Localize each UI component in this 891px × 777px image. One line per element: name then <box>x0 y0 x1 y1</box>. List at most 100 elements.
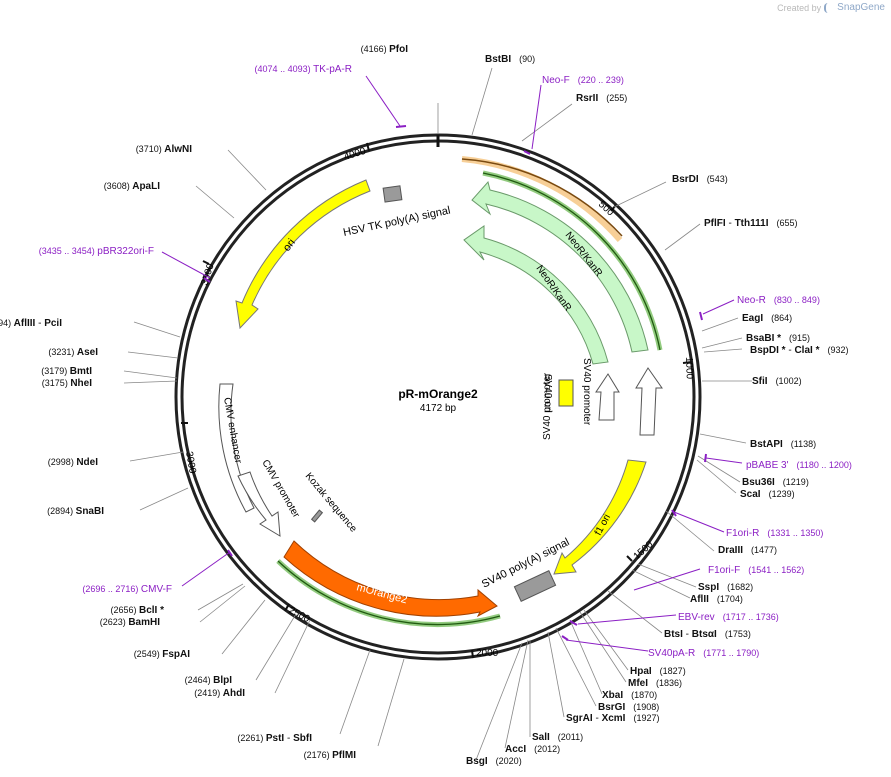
svg-text:BstBI(90): BstBI(90) <box>485 54 535 65</box>
enzyme-label-eagi[interactable]: EagI(864) <box>742 313 792 324</box>
svg-text:AflII(1704): AflII(1704) <box>690 594 743 605</box>
sv40-ori-box[interactable] <box>558 379 574 407</box>
enzyme-label-xbai[interactable]: XbaI(1870) <box>602 690 657 701</box>
enzyme-label-sfii[interactable]: SfiI(1002) <box>752 376 802 387</box>
sv40-promoter-arrow-1[interactable] <box>595 373 620 421</box>
credit-prefix: Created by <box>777 2 822 13</box>
enzyme-label-bsabi[interactable]: BsaBI *(915) <box>746 333 810 344</box>
svg-text:MfeI(1836): MfeI(1836) <box>628 678 682 689</box>
svg-text:BsrDI(543): BsrDI(543) <box>672 174 728 185</box>
svg-text:DraIII(1477): DraIII(1477) <box>718 545 777 556</box>
kozak-label: Kozak sequence <box>303 471 359 535</box>
enzyme-label-asei[interactable]: (3231) AseI <box>48 347 98 358</box>
enzyme-label-draiii[interactable]: DraIII(1477) <box>718 545 777 556</box>
enzyme-label-bamhi[interactable]: (2623) BamHI <box>100 617 160 628</box>
enzyme-label-acci[interactable]: AccI(2012) <box>505 744 560 755</box>
primer-label-neor[interactable]: Neo-R(830 .. 849) <box>737 295 820 306</box>
primer-label-neof[interactable]: Neo-F(220 .. 239) <box>542 75 624 86</box>
enzyme-label-bsrgi[interactable]: BsrGI(1908) <box>598 702 659 713</box>
svg-text:(3435 .. 3454) pBR322ori-F: (3435 .. 3454) pBR322ori-F <box>39 246 154 257</box>
svg-text:RsrII(255): RsrII(255) <box>576 93 627 104</box>
tick-label-2500: 2500 <box>287 605 312 625</box>
svg-text:Neo-R(830 .. 849): Neo-R(830 .. 849) <box>737 295 820 306</box>
enzyme-label-psti[interactable]: (2261) PstI - SbfI <box>237 733 312 744</box>
hsv-tk-polya-box[interactable] <box>382 185 403 203</box>
enzyme-label-ahdi[interactable]: (2419) AhdI <box>194 688 245 699</box>
enzyme-label-fspai[interactable]: (2549) FspAI <box>134 649 191 660</box>
primer-label-pbabe3[interactable]: pBABE 3'(1180 .. 1200) <box>746 460 852 471</box>
svg-text:(2998) NdeI: (2998) NdeI <box>48 457 98 468</box>
f1-ori-arrow[interactable] <box>553 459 647 575</box>
primer-label-cmvf[interactable]: (2696 .. 2716) CMV-F <box>82 584 172 595</box>
enzyme-label-bsrdi[interactable]: BsrDI(543) <box>672 174 728 185</box>
cmv-enhancer-arrow[interactable] <box>218 383 255 513</box>
enzyme-label-bcli[interactable]: (2656) BclI * <box>110 605 164 616</box>
primer-label-pbr322orif[interactable]: (3435 .. 3454) pBR322ori-F <box>39 246 154 257</box>
cmv-promoter-arrow[interactable] <box>237 471 281 537</box>
orange-annotation-line <box>461 158 623 237</box>
enzyme-label-afliii[interactable]: (3294) AflIII - PciI <box>0 318 62 329</box>
svg-text:PflFI - Tth111I(655): PflFI - Tth111I(655) <box>704 218 797 229</box>
enzyme-label-bmti[interactable]: (3179) BmtI <box>41 366 92 377</box>
kozak-box[interactable] <box>310 509 324 523</box>
enzyme-label-bspdi[interactable]: BspDI * - ClaI *(932) <box>750 345 848 356</box>
svg-text:(2419) AhdI: (2419) AhdI <box>194 688 245 699</box>
svg-text:(3175) NheI: (3175) NheI <box>42 378 92 389</box>
svg-text:pBABE 3'(1180 .. 1200): pBABE 3'(1180 .. 1200) <box>746 460 852 471</box>
enzyme-label-sgrai[interactable]: SgrAI - XcmI(1927) <box>566 713 659 724</box>
svg-text:(2623) BamHI: (2623) BamHI <box>100 617 160 628</box>
enzyme-label-bsu36i[interactable]: Bsu36I(1219) <box>742 477 809 488</box>
svg-text:(3608) ApaLI: (3608) ApaLI <box>104 181 161 192</box>
enzyme-label-btsi[interactable]: BtsI - BtsαI(1753) <box>664 629 751 640</box>
enzyme-label-mfei[interactable]: MfeI(1836) <box>628 678 682 689</box>
primer-label-f1orir[interactable]: F1ori-R(1331 .. 1350) <box>726 528 823 539</box>
svg-text:(2176) PflMI: (2176) PflMI <box>304 750 357 761</box>
enzyme-label-bstapi[interactable]: BstAPI(1138) <box>750 439 816 450</box>
enzyme-label-snabi[interactable]: (2894) SnaBI <box>47 506 104 517</box>
enzyme-label-aflii[interactable]: AflII(1704) <box>690 594 743 605</box>
enzyme-label-bstbi[interactable]: BstBI(90) <box>485 54 535 65</box>
svg-text:HpaI(1827): HpaI(1827) <box>630 666 686 677</box>
neor-outer-arrow[interactable] <box>471 180 649 353</box>
primer-label-f1orif[interactable]: F1ori-F(1541 .. 1562) <box>708 565 804 576</box>
enzyme-label-pflmi[interactable]: (2176) PflMI <box>304 750 357 761</box>
svg-text:BsgI(2020): BsgI(2020) <box>466 756 522 767</box>
enzyme-label-scai[interactable]: ScaI(1239) <box>740 489 795 500</box>
enzyme-label-pflfi[interactable]: PflFI - Tth111I(655) <box>704 218 797 229</box>
svg-text:SgrAI - XcmI(1927): SgrAI - XcmI(1927) <box>566 713 659 724</box>
svg-text:BsaBI *(915): BsaBI *(915) <box>746 333 810 344</box>
enzyme-label-sspi[interactable]: SspI(1682) <box>698 582 753 593</box>
svg-text:(2894) SnaBI: (2894) SnaBI <box>47 506 104 517</box>
sv40-polya-box[interactable] <box>513 570 557 602</box>
enzyme-label-ndei[interactable]: (2998) NdeI <box>48 457 98 468</box>
ori-arrow[interactable] <box>235 179 371 330</box>
morange-green-line <box>277 560 501 626</box>
primer-label-tkpar[interactable]: (4074 .. 4093) TK-pA-R <box>255 64 352 75</box>
svg-text:F1ori-R(1331 .. 1350): F1ori-R(1331 .. 1350) <box>726 528 823 539</box>
enzyme-label-blpi[interactable]: (2464) BlpI <box>185 675 233 686</box>
enzyme-label-nhei[interactable]: (3175) NheI <box>42 378 92 389</box>
site-labels: (4166) PfoI BstBI(90) RsrII(255) BsrDI(543)… <box>0 44 852 767</box>
svg-text:SspI(1682): SspI(1682) <box>698 582 753 593</box>
primer-label-ebvrev[interactable]: EBV-rev(1717 .. 1736) <box>678 612 779 623</box>
neor-inner-arrow[interactable] <box>463 225 609 365</box>
svg-text:Bsu36I(1219): Bsu36I(1219) <box>742 477 809 488</box>
svg-text:SalI(2011): SalI(2011) <box>532 732 583 743</box>
morange2-arrow[interactable] <box>283 540 498 618</box>
primer-label-sv40par[interactable]: SV40pA-R(1771 .. 1790) <box>648 648 759 659</box>
svg-text:(2696 .. 2716) CMV-F: (2696 .. 2716) CMV-F <box>82 584 172 595</box>
svg-text:(2549) FspAI: (2549) FspAI <box>134 649 191 660</box>
enzyme-label-alwni[interactable]: (3710) AlwNI <box>136 144 193 155</box>
enzyme-label-sali[interactable]: SalI(2011) <box>532 732 583 743</box>
enzyme-label-rsrii[interactable]: RsrII(255) <box>576 93 627 104</box>
enzyme-label-hpai[interactable]: HpaI(1827) <box>630 666 686 677</box>
primer-leader-lines <box>161 75 743 652</box>
green-annotation-line <box>482 172 661 351</box>
credit-brand: SnapGene <box>837 2 885 13</box>
enzyme-label-apali[interactable]: (3608) ApaLI <box>104 181 161 192</box>
svg-text:ScaI(1239): ScaI(1239) <box>740 489 795 500</box>
enzyme-label-pfoi[interactable]: (4166) PfoI <box>361 44 409 55</box>
svg-text:SfiI(1002): SfiI(1002) <box>752 376 802 387</box>
enzyme-label-bsgi[interactable]: BsgI(2020) <box>466 756 522 767</box>
sv40-promoter-arrow-2[interactable] <box>635 367 663 436</box>
